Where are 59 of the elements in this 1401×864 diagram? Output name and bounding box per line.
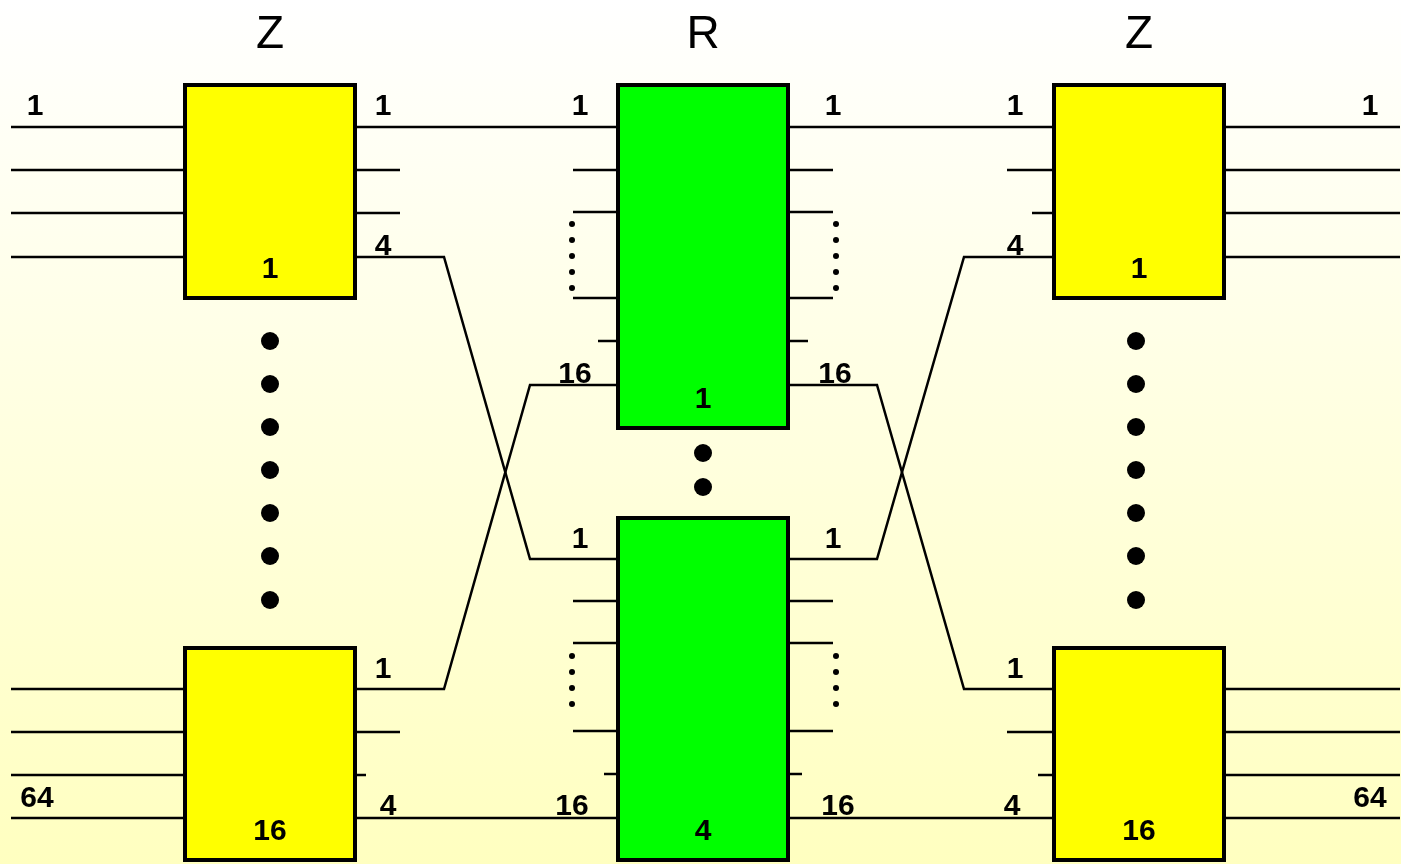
connector-line xyxy=(357,125,616,129)
port-number: 4 xyxy=(1003,793,1021,817)
port-number: 1 xyxy=(374,93,392,117)
port-number: 16 xyxy=(558,361,592,385)
port-number: 64 xyxy=(1353,785,1387,809)
connector-line xyxy=(1226,168,1400,172)
box-number: 4 xyxy=(693,814,713,846)
connector-line xyxy=(1226,211,1400,215)
box-number: 1 xyxy=(260,252,280,284)
column-heading: Z xyxy=(255,8,285,56)
switch-box xyxy=(183,646,357,862)
port-number: 16 xyxy=(555,793,589,817)
connector-line xyxy=(1226,773,1400,777)
column-heading: Z xyxy=(1124,8,1154,56)
column-heading: R xyxy=(686,8,720,56)
port-number: 4 xyxy=(1006,233,1024,257)
connector-line xyxy=(790,255,1052,561)
port-number: 1 xyxy=(571,93,589,117)
box-number: 1 xyxy=(693,382,713,414)
port-number: 1 xyxy=(571,526,589,550)
connector-line xyxy=(790,125,1052,129)
connector-line xyxy=(11,168,183,172)
switch-box xyxy=(1052,83,1226,300)
box-number: 16 xyxy=(1121,814,1157,846)
connector-line xyxy=(1226,125,1400,129)
port-number: 1 xyxy=(1006,93,1024,117)
box-number: 1 xyxy=(1129,252,1149,284)
switch-box xyxy=(1052,646,1226,862)
connector-line xyxy=(357,816,616,820)
connector-line xyxy=(790,383,1052,691)
connector-line xyxy=(357,383,616,691)
port-number: 1 xyxy=(824,526,842,550)
connector-line xyxy=(11,125,183,129)
connector-line xyxy=(11,687,183,691)
port-number: 16 xyxy=(818,361,852,385)
box-number: 16 xyxy=(252,814,288,846)
connector-line xyxy=(11,211,183,215)
port-number: 1 xyxy=(26,93,44,117)
connector-line xyxy=(357,255,616,561)
connector-line xyxy=(11,773,183,777)
port-number: 1 xyxy=(374,656,392,680)
connector-line xyxy=(1226,816,1400,820)
port-number: 4 xyxy=(374,233,392,257)
connector-line xyxy=(11,816,183,820)
port-number: 1 xyxy=(824,93,842,117)
port-number: 1 xyxy=(1006,656,1024,680)
port-number: 1 xyxy=(1361,93,1379,117)
connector-line xyxy=(1226,255,1400,259)
connector-line xyxy=(11,255,183,259)
connector-line xyxy=(790,816,1052,820)
switch-box xyxy=(183,83,357,300)
port-number: 64 xyxy=(20,785,54,809)
switch-box xyxy=(616,516,790,862)
port-number: 4 xyxy=(379,793,397,817)
switch-box xyxy=(616,83,790,430)
connector-line xyxy=(1226,730,1400,734)
connector-line xyxy=(11,730,183,734)
port-number: 16 xyxy=(821,793,855,817)
connector-line xyxy=(1226,687,1400,691)
